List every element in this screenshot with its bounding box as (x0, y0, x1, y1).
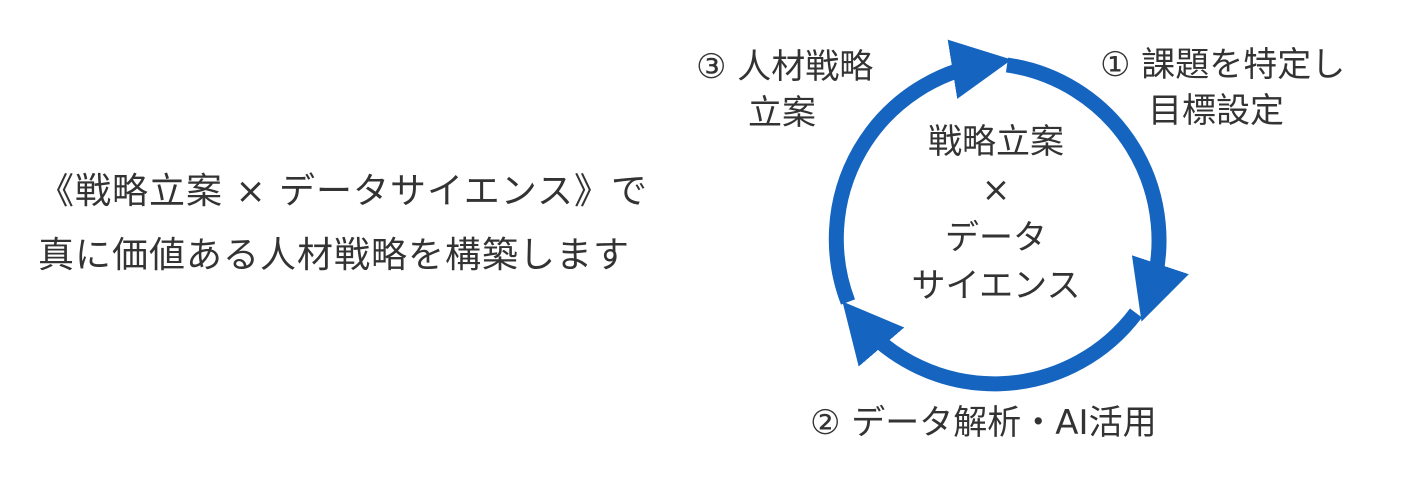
step-1-line-2: 目標設定 (1148, 91, 1284, 131)
step-3-line-1: ③ 人材戦略 (696, 47, 874, 87)
step-3-line-2: 立案 (748, 93, 816, 133)
center-line-1: 戦略立案 (928, 122, 1064, 162)
tagline-line-2: 真に価値ある人材戦略を構築します (38, 235, 631, 276)
step-2-line-1: ② データ解析・AI活用 (810, 403, 1157, 443)
step-1-line-1: ① 課題を特定し (1100, 45, 1346, 85)
center-line-4: サイエンス (911, 266, 1081, 306)
center-line-2: × (981, 170, 1011, 210)
step-1-label: ① 課題を特定し 目標設定 (1100, 42, 1345, 134)
center-line-3: データ (945, 218, 1047, 258)
step-3-label: ③ 人材戦略 立案 (696, 44, 873, 136)
cycle-arrow-1 (1005, 57, 1189, 322)
cycle-center-label: 戦略立案 × データ サイエンス (850, 118, 1142, 310)
tagline: 《戦略立案 × データサイエンス》で 真に価値ある人材戦略を構築します (38, 160, 648, 288)
step-2-label: ② データ解析・AI活用 (810, 400, 1157, 446)
tagline-line-1: 《戦略立案 × データサイエンス》で (38, 171, 648, 212)
cycle-arrow-2 (842, 301, 1142, 392)
cycle-arrow-3 (828, 39, 1012, 305)
